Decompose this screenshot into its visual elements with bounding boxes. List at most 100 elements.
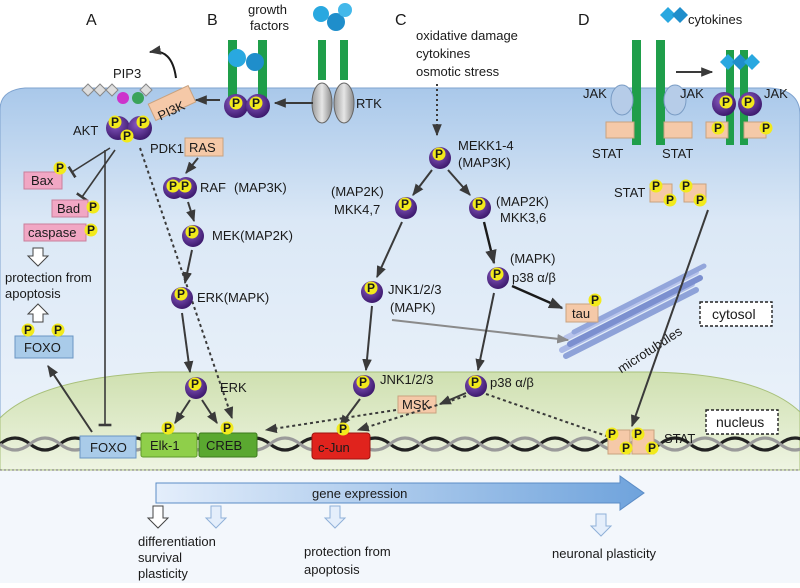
- growth-factor-ligands: [313, 3, 352, 31]
- jnk-nuclear-label: JNK1/2/3: [380, 372, 433, 387]
- hollow-arrow-up-a: [26, 303, 50, 323]
- pdk1-label: PDK1: [150, 141, 184, 156]
- foxo-cyto-box: [14, 335, 74, 359]
- bax-label: Bax: [31, 173, 54, 188]
- bax-box: [23, 171, 63, 190]
- akt-pdk1-kinases: P P P: [106, 115, 152, 143]
- arrow-p38-tau: [511, 284, 564, 310]
- p38-label-2: p38 α/β: [512, 270, 556, 285]
- arrow-p38-stat: [485, 393, 620, 441]
- outcome-arrow-apoptosis: [323, 505, 347, 529]
- panel-label-a: A: [86, 12, 97, 29]
- arrow-erk-creb: [201, 399, 218, 425]
- svg-text:P: P: [696, 193, 704, 207]
- msk-label: MSK: [402, 397, 431, 412]
- pi3k-box: [147, 84, 197, 122]
- pip3-lipids: [81, 83, 153, 104]
- arrow-jnk-microtubules: [391, 319, 570, 344]
- protection-label-a-2: apoptosis: [5, 286, 61, 301]
- svg-text:P: P: [648, 441, 656, 455]
- jak-receptor-active: P P P P: [705, 50, 773, 145]
- svg-text:P: P: [339, 422, 347, 436]
- foxo-cyto-label: FOXO: [24, 340, 61, 355]
- svg-text:P: P: [493, 267, 501, 281]
- svg-text:P: P: [714, 121, 722, 135]
- mek-label: MEK(MAP2K): [212, 228, 293, 243]
- jak-label-mid: JAK: [680, 86, 704, 101]
- svg-text:P: P: [359, 375, 367, 389]
- svg-text:P: P: [401, 197, 409, 211]
- mkk36-kinase: P: [469, 197, 491, 219]
- arrow-p38-msk: [438, 392, 467, 405]
- gene-expression-label: gene expression: [312, 486, 407, 501]
- svg-text:P: P: [666, 193, 674, 207]
- svg-text:P: P: [367, 281, 375, 295]
- cjun-label: c-Jun: [318, 440, 350, 455]
- cytosol-label: cytosol: [712, 306, 756, 322]
- arrow-raf-mek: [186, 201, 196, 223]
- mkk36-label-2: MKK3,6: [500, 210, 546, 225]
- svg-text:P: P: [111, 115, 119, 129]
- jnk-label-2: (MAPK): [390, 300, 436, 315]
- outcome-arrow-plasticity: [589, 513, 613, 537]
- mekk-kinase: P: [429, 147, 451, 169]
- mkk36-label: (MAP2K): [496, 194, 549, 209]
- raf-type-label: (MAP3K): [234, 180, 287, 195]
- tau-box: [565, 303, 599, 323]
- p38-label: (MAPK): [510, 251, 556, 266]
- inhibit-bax: [67, 147, 111, 179]
- svg-text:P: P: [164, 421, 172, 435]
- arrow-p38-nuclear: [475, 292, 495, 372]
- svg-text:P: P: [471, 375, 479, 389]
- svg-text:P: P: [762, 121, 770, 135]
- outcome-diff-label: differentiation: [138, 534, 216, 549]
- arrow-mek-erk: [182, 249, 193, 285]
- jnk-label: JNK1/2/3: [388, 282, 441, 297]
- erk-nuclear-kinase: P: [185, 377, 207, 399]
- arrow-msk-creb: [264, 409, 397, 434]
- jak-label-left: JAK: [583, 86, 607, 101]
- nucleus-label: nucleus: [716, 414, 764, 430]
- growth-factors-label-2: factors: [250, 18, 290, 33]
- stress-label-2: cytokines: [416, 46, 471, 61]
- stat-dna-label: STAT: [664, 431, 695, 446]
- outcome-arrow-diff: [146, 505, 170, 529]
- svg-text:P: P: [435, 147, 443, 161]
- svg-text:P: P: [622, 441, 630, 455]
- arrow-mekk-mkk47: [412, 169, 433, 196]
- svg-text:P: P: [24, 323, 32, 337]
- svg-text:P: P: [169, 179, 177, 193]
- rtk-label: RTK: [356, 96, 382, 111]
- outcome-protection-label-2: apoptosis: [304, 562, 360, 577]
- arrow-erk-elk1: [174, 399, 191, 425]
- arrow-foxo-export: [47, 365, 93, 433]
- arrow-ras-raf: [185, 157, 199, 174]
- svg-text:P: P: [591, 293, 599, 307]
- jak-label-right: JAK: [764, 86, 788, 101]
- jnk-nuclear-kinase: P: [353, 375, 375, 397]
- outcome-diff-label-3: plasticity: [138, 566, 188, 581]
- svg-text:P: P: [139, 115, 147, 129]
- mekk-label: MEKK1-4: [458, 138, 514, 153]
- erk-nuclear-label: ERK: [220, 380, 247, 395]
- svg-text:P: P: [188, 225, 196, 239]
- svg-text:P: P: [191, 377, 199, 391]
- p38-nuclear-kinase: P: [465, 375, 487, 397]
- p38-nuclear-label: p38 α/β: [490, 375, 534, 390]
- mek-kinase: P: [182, 225, 204, 247]
- akt-label: AKT: [73, 123, 98, 138]
- svg-text:P: P: [223, 421, 231, 435]
- nucleus-box: [705, 409, 779, 435]
- arrow-erk-nuclear: [181, 312, 194, 374]
- outcome-diff-label-2: survival: [138, 550, 182, 565]
- mekk-label-2: (MAP3K): [458, 155, 511, 170]
- arrow-pi3k-pip3: [148, 45, 177, 79]
- cytosol-box: [699, 301, 773, 327]
- svg-text:P: P: [181, 179, 189, 193]
- panel-label-b: B: [207, 12, 218, 29]
- arrow-mkk47-jnk: [376, 221, 403, 279]
- stat-dimer-label: STAT: [614, 185, 645, 200]
- growth-factors-label: growth: [248, 2, 287, 17]
